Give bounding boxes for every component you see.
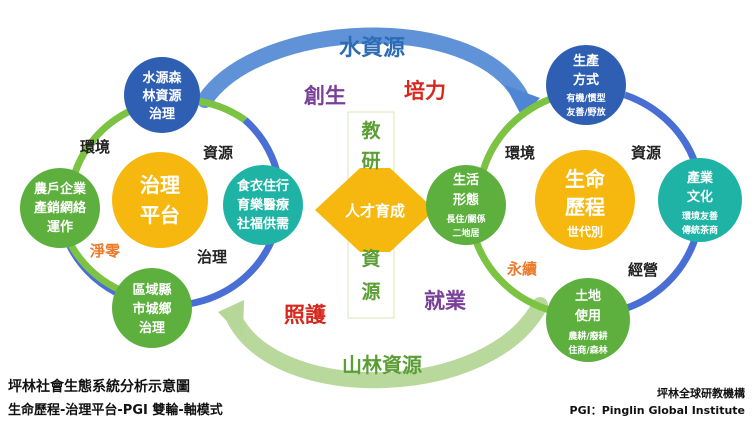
water-resource-label: 水資源 xyxy=(339,35,405,61)
footer-org-cn: 坪林全球研教機構 xyxy=(657,387,745,400)
footer-title: 坪林社會生態系統分析示意圖 xyxy=(8,379,190,395)
left-top-line-1: 水源森 xyxy=(142,70,182,86)
top-arrow-head xyxy=(505,85,540,117)
footer-subtitle: 生命歷程-治理平台-PGI 雙輪-軸模式 xyxy=(8,403,223,418)
right-right-sub-1: 環境友善 xyxy=(682,210,718,222)
right-hub xyxy=(535,150,635,250)
right-top-sub-2: 友善/野放 xyxy=(566,106,606,118)
right-left-sub-1: 長住/關係 xyxy=(446,213,485,225)
right-bottom-line-2: 使用 xyxy=(574,308,601,324)
left-top-line-2: 林資源 xyxy=(142,88,181,104)
left-top-line-3: 治理 xyxy=(149,106,175,122)
right-top-sub-1: 有機/慣型 xyxy=(566,92,605,104)
top-arc-arrow xyxy=(197,27,528,108)
center-diamond xyxy=(315,168,435,252)
left-left-node xyxy=(20,168,100,248)
right-label-env: 環境 xyxy=(505,144,535,162)
right-hub-line-2: 歷程 xyxy=(565,195,605,219)
center-char-2: 研 xyxy=(361,150,380,172)
right-bottom-sub-1: 農耕/廢耕 xyxy=(568,330,607,342)
right-bottom-node xyxy=(546,278,630,362)
right-right-line-1: 產業 xyxy=(686,170,714,186)
left-bottom-line-3: 治理 xyxy=(139,320,165,336)
left-hub-line-2: 平台 xyxy=(140,203,180,227)
quadrant-care: 照護 xyxy=(284,303,327,327)
right-top-line-1: 生產 xyxy=(573,53,599,69)
center-middle: 人才育成 xyxy=(345,202,405,220)
footer-org-en: PGI：Pinglin Global Institute xyxy=(569,404,745,417)
forest-resource-label: 山林資源 xyxy=(342,353,422,377)
right-left-sub-2: 二地居 xyxy=(452,227,479,239)
center-char-1: 教 xyxy=(361,119,381,142)
right-right-node xyxy=(658,158,742,242)
left-bottom-line-2: 市城鄉 xyxy=(132,301,171,317)
quadrant-create: 創生 xyxy=(304,84,346,108)
left-left-line-3: 運作 xyxy=(47,219,73,235)
left-left-line-2: 產銷網絡 xyxy=(33,200,87,216)
right-top-node xyxy=(546,45,626,125)
left-hub-line-1: 治理 xyxy=(140,173,180,197)
left-label-netzero: 淨零 xyxy=(90,242,121,260)
right-left-node xyxy=(426,165,506,245)
left-label-env: 環境 xyxy=(80,138,110,156)
right-right-sub-2: 傳統茶商 xyxy=(681,224,718,236)
center-char-3: 資 xyxy=(361,247,380,270)
right-label-operate: 經營 xyxy=(628,261,658,279)
left-right-line-3: 社福供需 xyxy=(236,216,289,232)
right-right-line-2: 文化 xyxy=(687,189,713,205)
bottom-arrow-head xyxy=(218,300,244,338)
left-left-line-1: 農戶企業 xyxy=(34,181,87,197)
left-right-line-2: 育樂醫療 xyxy=(237,197,290,213)
right-label-resource: 資源 xyxy=(631,144,661,162)
left-bottom-line-1: 區域縣 xyxy=(132,282,171,298)
left-right-line-1: 食衣住行 xyxy=(237,178,289,194)
left-bottom-node xyxy=(112,268,192,348)
right-label-sustain: 永續 xyxy=(506,260,537,278)
right-bottom-sub-2: 住商/森林 xyxy=(568,344,608,356)
right-left-line-1: 生活 xyxy=(453,172,479,188)
left-label-governance: 治理 xyxy=(197,248,227,266)
right-top-line-2: 方式 xyxy=(573,72,599,88)
center-char-4: 源 xyxy=(361,280,380,303)
left-right-node xyxy=(223,165,303,245)
left-top-node xyxy=(124,57,200,133)
bottom-arc-arrow xyxy=(227,297,548,389)
quadrant-employ: 就業 xyxy=(424,289,467,313)
left-label-resource: 資源 xyxy=(203,144,233,162)
left-hub xyxy=(112,152,208,248)
quadrant-power: 培力 xyxy=(404,79,446,103)
right-bottom-line-1: 土地 xyxy=(575,288,601,304)
right-left-line-2: 形態 xyxy=(453,192,479,208)
right-hub-line-1: 生命 xyxy=(565,167,606,191)
right-hub-sub: 世代別 xyxy=(567,224,603,239)
